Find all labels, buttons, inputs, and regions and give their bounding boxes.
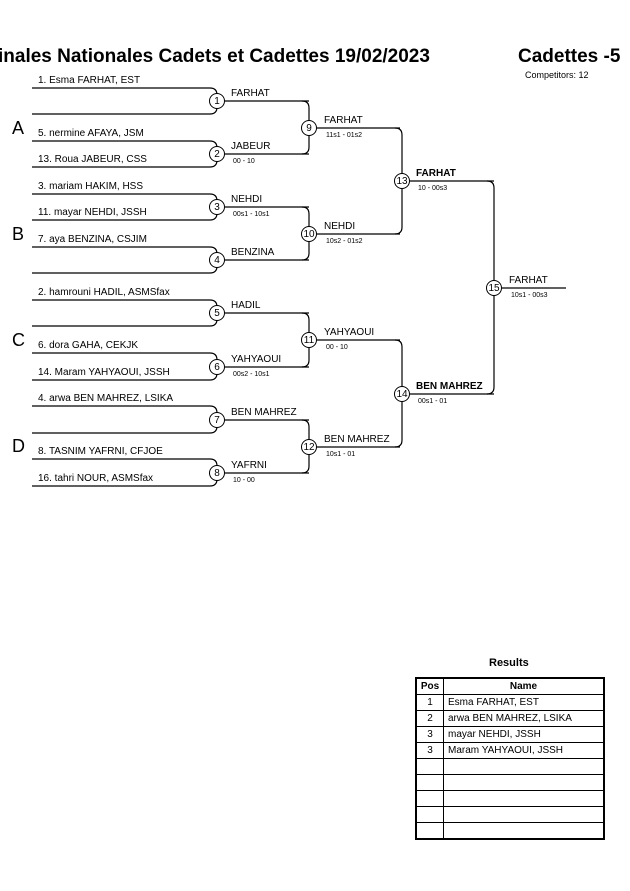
results-pos: 3	[415, 726, 444, 743]
match-8-winner: YAFRNI	[231, 460, 267, 471]
results-pos	[415, 822, 444, 840]
results-row	[415, 758, 605, 775]
results-name	[443, 790, 605, 807]
pool-label-b: B	[12, 224, 25, 244]
results-pos	[415, 790, 444, 807]
match-11-score: 00 - 10	[326, 344, 348, 351]
match-12-winner: BEN MAHREZ	[324, 434, 390, 445]
match-15-number: 15	[486, 280, 502, 296]
entrant-5: 11. mayar NEHDI, JSSH	[38, 207, 147, 218]
match-6-score: 00s2 - 10s1	[233, 371, 270, 378]
results-heading: Results	[489, 657, 529, 669]
results-pos: 1	[415, 694, 444, 711]
match-11-winner: YAHYAOUI	[324, 327, 375, 338]
results-row	[415, 774, 605, 791]
match-9-number: 9	[301, 120, 317, 136]
category-title: Cadettes -5	[518, 46, 621, 67]
results-name	[443, 822, 605, 840]
competitors-count: Competitors: 12	[525, 70, 589, 80]
match-9-score: 11s1 - 01s2	[326, 132, 363, 139]
match-2-score: 00 - 10	[233, 158, 255, 165]
results-row	[415, 822, 605, 840]
entrant-9: 14. Maram YAHYAOUI, JSSH	[38, 367, 170, 378]
results-row	[415, 806, 605, 823]
match-8-number: 8	[209, 465, 225, 481]
results-name: arwa BEN MAHREZ, LSIKA	[443, 710, 605, 727]
match-5-winner: HADIL	[231, 300, 261, 311]
results-pos	[415, 758, 444, 775]
match-13-winner: FARHAT	[416, 168, 456, 179]
match-10-score: 10s2 - 01s2	[326, 238, 363, 245]
match-14-number: 14	[394, 386, 410, 402]
match-7-number: 7	[209, 412, 225, 428]
match-14-winner: BEN MAHREZ	[416, 381, 483, 392]
results-name	[443, 806, 605, 823]
results-row	[415, 790, 605, 807]
match-7-winner: BEN MAHREZ	[231, 407, 297, 418]
results-pos: 3	[415, 742, 444, 759]
entrant-3: 13. Roua JABEUR, CSS	[38, 154, 147, 165]
results-name	[443, 774, 605, 791]
match-1-number: 1	[209, 93, 225, 109]
results-col-pos: Pos	[415, 677, 444, 695]
match-1-winner: FARHAT	[231, 88, 270, 99]
event-title: inales Nationales Cadets et Cadettes 19/…	[0, 46, 430, 67]
entrant-4: 3. mariam HAKIM, HSS	[38, 181, 144, 192]
results-col-name: Name	[443, 677, 605, 695]
match-6-number: 6	[209, 359, 225, 375]
match-8-score: 10 - 00	[233, 477, 255, 484]
match-3-winner: NEHDI	[231, 194, 263, 205]
match-12-number: 12	[301, 439, 317, 455]
pool-label-a: A	[12, 118, 25, 138]
match-4-number: 4	[209, 252, 225, 268]
match-3-number: 3	[209, 199, 225, 215]
results-name: Esma FARHAT, EST	[443, 694, 605, 711]
match-15-winner: FARHAT	[509, 275, 548, 286]
match-15-score: 10s1 - 00s3	[511, 292, 548, 299]
match-2-winner: JABEUR	[231, 141, 271, 152]
entrant-8: 6. dora GAHA, CEKJK	[38, 340, 139, 351]
match-2-number: 2	[209, 146, 225, 162]
results-pos	[415, 806, 444, 823]
entrant-11: 8. TASNIM YAFRNI, CFJOE	[38, 446, 163, 457]
results-name: mayar NEHDI, JSSH	[443, 726, 605, 743]
entrant-2: 5. nermine AFAYA, JSM	[38, 128, 144, 139]
pool-label-d: D	[12, 436, 25, 456]
match-14-score: 00s1 - 01	[418, 398, 448, 405]
results-pos	[415, 774, 444, 791]
match-4-winner: BENZINA	[231, 247, 275, 258]
match-3-score: 00s1 - 10s1	[233, 211, 270, 218]
match-10-winner: NEHDI	[324, 221, 356, 232]
match-5-number: 5	[209, 305, 225, 321]
entrant-1: 1. Esma FARHAT, EST	[38, 75, 141, 86]
entrant-12: 16. tahri NOUR, ASMSfax	[38, 473, 154, 484]
entrant-7: 2. hamrouni HADIL, ASMSfax	[38, 287, 170, 298]
match-13-score: 10 - 00s3	[418, 185, 448, 192]
match-13-number: 13	[394, 173, 410, 189]
match-12-score: 10s1 - 01	[326, 451, 356, 458]
entrant-10: 4. arwa BEN MAHREZ, LSIKA	[38, 393, 174, 404]
match-9-winner: FARHAT	[324, 115, 363, 126]
match-10-number: 10	[301, 226, 317, 242]
entrant-6: 7. aya BENZINA, CSJIM	[38, 234, 147, 245]
match-11-number: 11	[301, 332, 317, 348]
results-pos: 2	[415, 710, 444, 727]
results-name	[443, 758, 605, 775]
pool-label-c: C	[12, 330, 25, 350]
results-name: Maram YAHYAOUI, JSSH	[443, 742, 605, 759]
match-6-winner: YAHYAOUI	[231, 354, 282, 365]
